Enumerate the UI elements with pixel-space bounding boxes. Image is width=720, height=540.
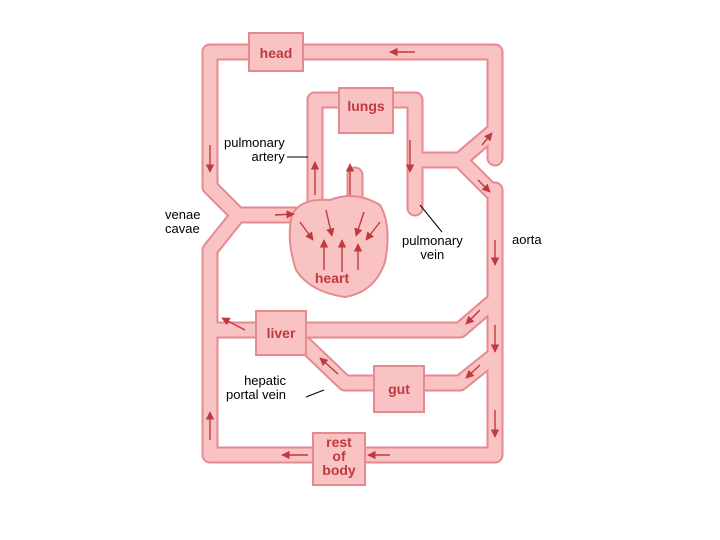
venae-cavae-annotation: venae cavae bbox=[165, 208, 200, 236]
arrow-gut-in bbox=[465, 364, 481, 379]
liver-label: liver bbox=[267, 325, 296, 341]
rest-of-body-box bbox=[312, 432, 366, 486]
pulmonary-artery-line-1: pulmonary bbox=[224, 135, 285, 150]
gut-label: gut bbox=[388, 381, 410, 397]
lungs-label: lungs bbox=[347, 98, 385, 114]
pulmonary-artery-annotation: pulmonary artery bbox=[224, 136, 285, 164]
aorta-annotation: aorta bbox=[512, 233, 542, 247]
arrow-heart-3 bbox=[354, 211, 365, 237]
aorta-label: aorta bbox=[512, 232, 542, 247]
arrow-liver-out bbox=[221, 317, 246, 331]
head-label: head bbox=[260, 45, 293, 61]
gut-box bbox=[373, 365, 425, 413]
hepatic-portal-line-2: portal vein bbox=[226, 387, 286, 402]
venae-cavae-line-1: venae bbox=[165, 207, 201, 222]
pulmonary-vein-line-2: vein bbox=[420, 247, 445, 262]
hepatic-portal-vein-annotation: hepatic portal vein bbox=[226, 374, 286, 402]
arrow-aorta-down-right bbox=[477, 179, 491, 193]
arrow-cava-in bbox=[274, 210, 295, 219]
leader-hepatic-portal bbox=[305, 389, 325, 398]
lungs-box bbox=[338, 87, 394, 134]
leader-pulmonary-vein bbox=[419, 204, 443, 233]
arrow-heart-1 bbox=[299, 221, 314, 241]
leader-lines bbox=[287, 156, 443, 398]
heart-label: heart bbox=[315, 270, 350, 286]
pulmonary-vein-line-1: pulmonary bbox=[402, 233, 463, 248]
rest-of-body-label-3: body bbox=[322, 462, 356, 478]
hepatic-portal-line-1: hepatic bbox=[244, 373, 286, 388]
rest-of-body-label-1: rest bbox=[326, 434, 352, 450]
rest-of-body-label-2: of bbox=[332, 448, 346, 464]
flow-arrows bbox=[205, 47, 500, 460]
arrow-heart-2 bbox=[325, 209, 335, 237]
arrow-portal-up bbox=[319, 357, 339, 375]
arrow-aorta-up-right bbox=[481, 132, 493, 146]
pulmonary-vein-annotation: pulmonary vein bbox=[402, 234, 463, 262]
venae-cavae-line-2: cavae bbox=[165, 221, 200, 236]
head-box bbox=[248, 32, 304, 72]
liver-box bbox=[255, 310, 307, 356]
arrow-heart-4 bbox=[365, 221, 381, 241]
pulmonary-artery-line-2: artery bbox=[251, 149, 285, 164]
arrow-liver-in bbox=[465, 309, 481, 325]
